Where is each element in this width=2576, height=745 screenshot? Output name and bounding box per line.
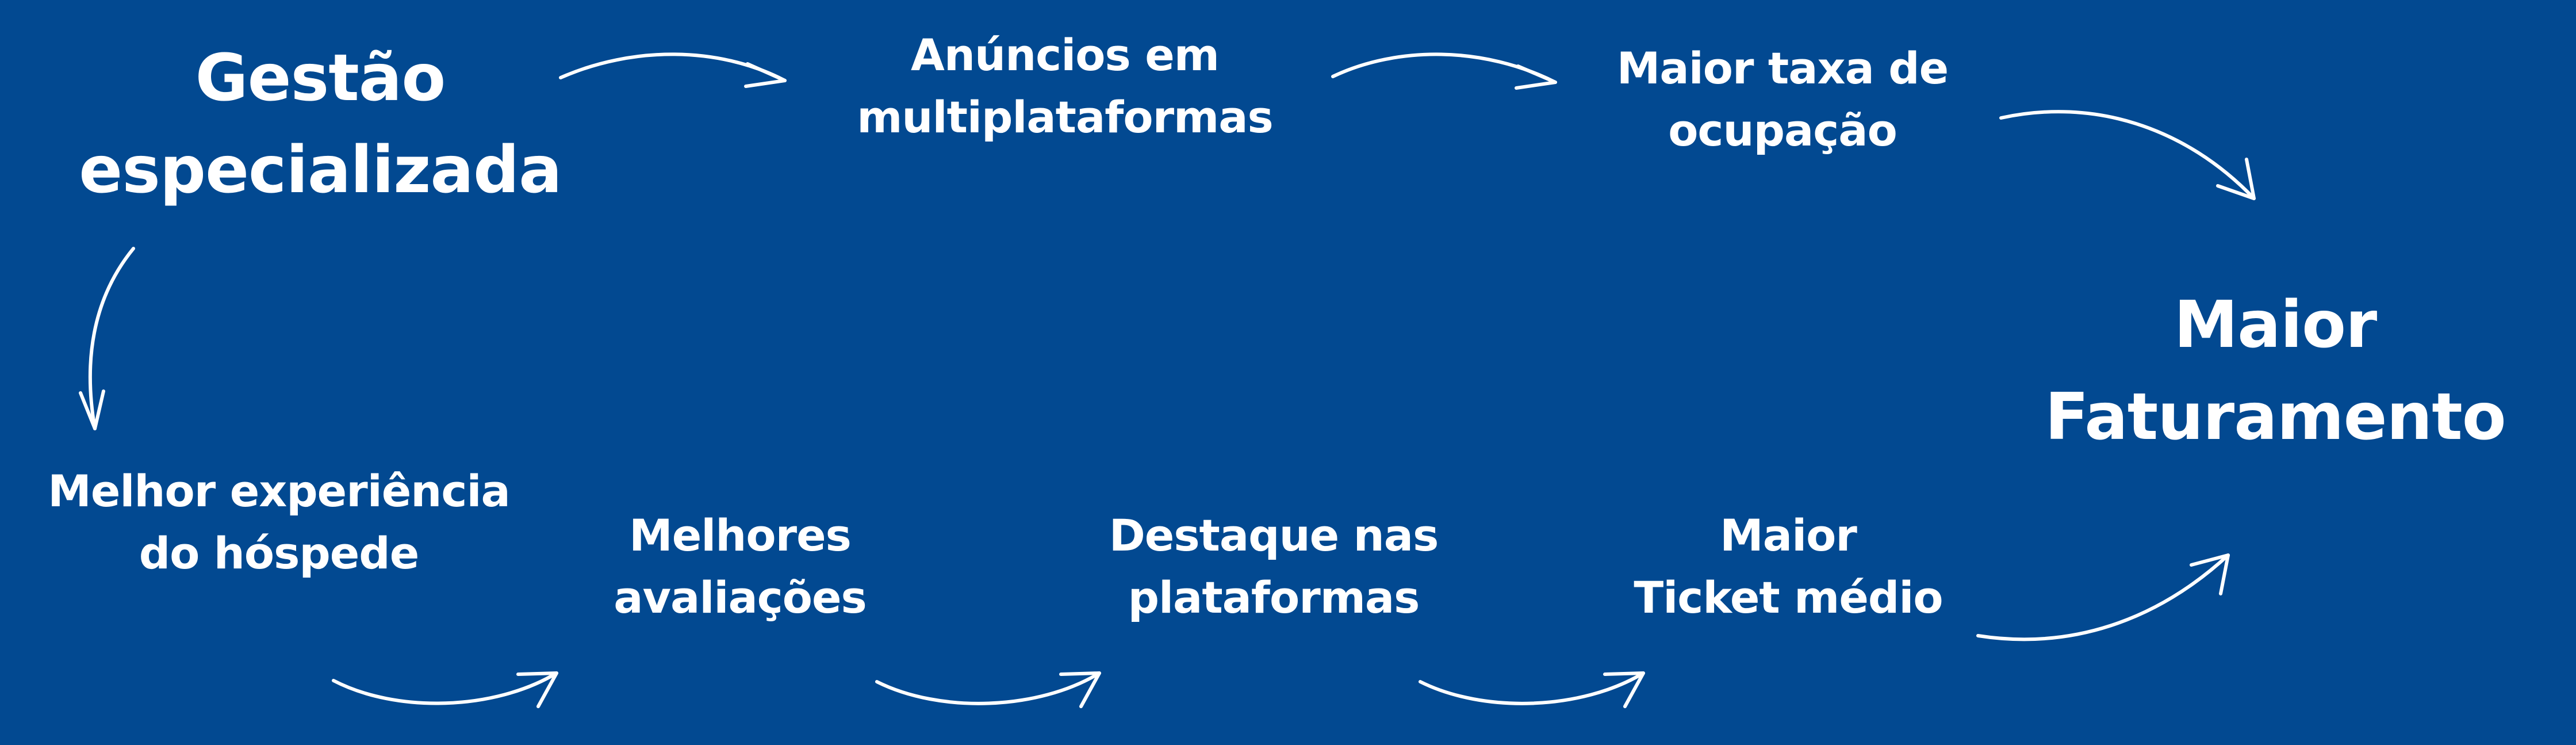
node-maior-faturamento: Maior Faturamento [2045,279,2506,463]
node-melhores-avaliacoes: Melhores avaliações [614,505,867,629]
node-anuncios-line1: Anúncios em [911,29,1220,81]
node-maior-taxa-ocupacao: Maior taxa de ocupação [1616,37,1949,162]
node-experiencia-line1: Melhor experiência [48,465,511,517]
node-ticket-line2: Ticket médio [1634,572,1943,623]
arrow-gestao-to-anuncios [559,52,787,88]
node-melhor-experiencia-hospede: Melhor experiência do hóspede [48,460,511,584]
arrow-anuncios-to-ocupacao [1331,52,1557,90]
node-destaque-line2: plataformas [1128,572,1420,623]
arrow-ticket-to-faturamento [1976,553,2230,641]
node-ocupacao-line1: Maior taxa de [1616,43,1949,94]
node-gestao-line2: especializada [79,133,562,208]
node-gestao-line1: Gestão [195,41,446,116]
node-destaque-plataformas: Destaque nas plataformas [1109,505,1439,629]
node-faturamento-line2: Faturamento [2045,380,2506,454]
node-anuncios-line2: multiplataformas [857,91,1274,143]
node-avaliacoes-line2: avaliações [614,572,867,623]
node-ocupacao-line2: ocupação [1668,105,1897,156]
node-destaque-line1: Destaque nas [1109,510,1439,561]
node-anuncios-multiplataformas: Anúncios em multiplataformas [857,24,1274,148]
node-ticket-line1: Maior [1720,510,1857,561]
arrow-gestao-to-experiencia [79,247,135,430]
node-experiencia-line2: do hóspede [139,528,420,579]
arrow-ocupacao-to-faturamento [1999,110,2256,200]
node-maior-ticket-medio: Maior Ticket médio [1634,505,1943,629]
arrow-avaliacoes-to-destaque [875,671,1101,708]
node-faturamento-line1: Maior [2174,288,2378,362]
arrow-experiencia-to-avaliacoes [332,671,558,708]
node-avaliacoes-line1: Melhores [629,510,852,561]
arrow-destaque-to-ticket [1419,671,1645,708]
node-gestao-especializada: Gestão especializada [79,32,562,216]
